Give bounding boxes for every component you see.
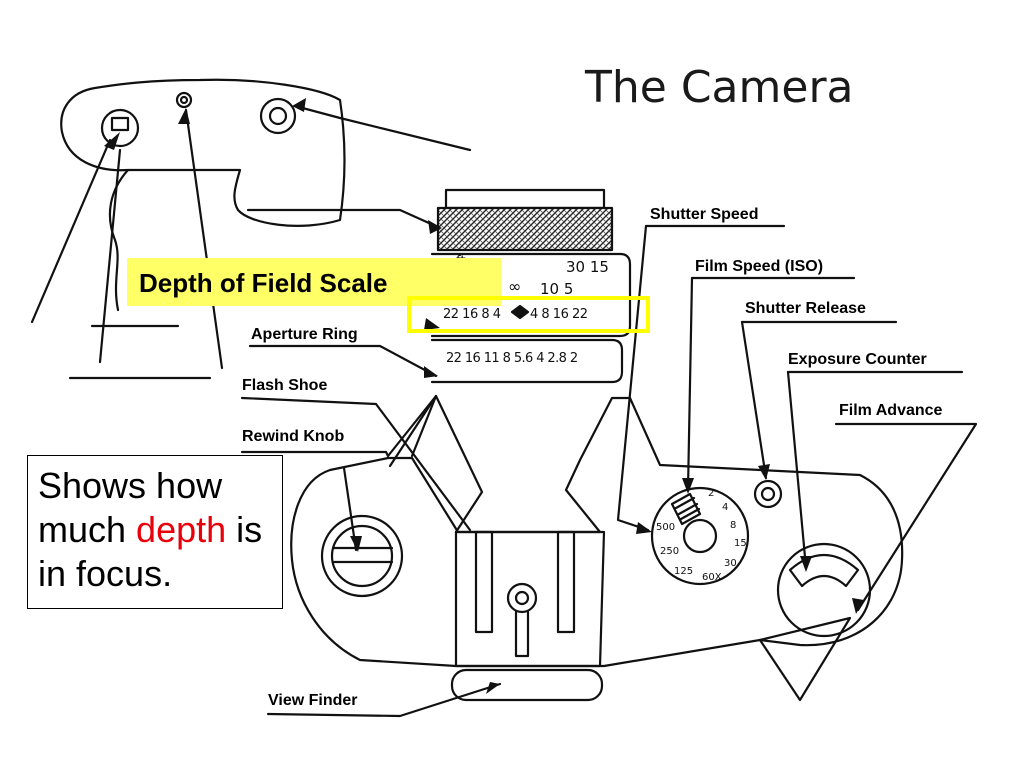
label-film-speed: Film Speed (ISO) [695, 258, 824, 275]
depth-of-field-label: Depth of Field Scale [139, 268, 388, 298]
side-view-eyepiece [259, 97, 297, 135]
aperture-scale: 22 16 11 8 5.6 4 2.8 2 [446, 351, 578, 366]
arrowhead [758, 464, 770, 480]
arrowhead [424, 366, 438, 378]
arrowhead [800, 556, 812, 572]
dial-marking: 8 [730, 520, 736, 531]
pointer-line [184, 108, 224, 370]
film-advance-lever [758, 616, 852, 702]
pointer-line [248, 344, 438, 378]
label-shutter-speed: Shutter Speed [650, 206, 759, 223]
pointer-line [616, 224, 650, 532]
iso-window-lines [674, 496, 701, 521]
flash-shoe-contact [506, 582, 538, 614]
rewind-knob [320, 514, 404, 598]
lens-top-ring [444, 188, 606, 210]
note-text-before: Shows how much [38, 465, 223, 550]
side-view-eyepiece-inner [268, 106, 288, 126]
arrowhead [428, 220, 442, 234]
pointer-line [240, 396, 472, 532]
rewind-knob-inner [330, 524, 394, 588]
dial-marking: 15 [734, 538, 747, 549]
label-flash-shoe: Flash Shoe [242, 377, 328, 394]
label-view-finder: View Finder [268, 692, 358, 709]
dial-marking: 1 [684, 478, 690, 489]
side-view-knob [100, 108, 140, 148]
lens-focus-grip [436, 206, 614, 252]
arrowhead [682, 478, 694, 494]
arrowhead [178, 108, 190, 124]
arrowhead [350, 536, 362, 552]
pointer-line [388, 394, 438, 468]
side-view-knob-slot [110, 116, 130, 132]
pointer-line [246, 208, 442, 230]
side-view-body-edge [108, 168, 130, 312]
arrowhead [486, 682, 500, 694]
flash-shoe-rail-left [474, 530, 494, 634]
label-film-advance: Film Advance [839, 402, 943, 419]
flash-shoe-contact-inner [514, 590, 530, 606]
dial-marking: 125 [674, 566, 693, 577]
exposure-counter-window [788, 553, 860, 588]
depth-of-field-box [407, 296, 650, 333]
depth-note: Shows how much depth is in focus. [27, 455, 283, 609]
label-aperture-ring: Aperture Ring [251, 326, 358, 343]
label-rewind-knob: Rewind Knob [242, 428, 345, 445]
dial-marking: 250 [660, 546, 679, 557]
lens-aperture-ring [430, 338, 624, 384]
arrowhead [852, 598, 864, 614]
pointer-line [30, 138, 112, 324]
shutter-speed-dial [650, 486, 750, 586]
rewind-knob-crank [332, 546, 394, 564]
pointer-line [786, 370, 808, 570]
shutter-release-inner [760, 486, 776, 502]
arrowhead [636, 522, 652, 534]
side-view-small-screw [175, 91, 193, 109]
arrowhead [424, 318, 440, 330]
flash-shoe-stem [514, 610, 530, 658]
dof-index [510, 304, 530, 320]
note-emphasis: depth [136, 509, 227, 550]
shutter-release [753, 479, 783, 509]
note-text-after: is in focus. [38, 509, 263, 594]
label-shutter-release: Shutter Release [745, 300, 866, 317]
side-view-small-screw-inner [179, 95, 189, 105]
pointer-line [834, 422, 978, 612]
flash-shoe-rail-right [556, 530, 576, 634]
page-title: The Camera [585, 62, 854, 113]
lens-distance-bottom: 10 5 [540, 280, 574, 298]
dial-marking: 4 [722, 502, 728, 513]
film-advance-knob [776, 542, 872, 638]
dial-marking: 30 [724, 558, 737, 569]
arrowhead [292, 98, 306, 112]
pointer-line [266, 682, 502, 718]
pointer-line [740, 320, 768, 480]
iso-window [670, 492, 702, 526]
pointer-line [384, 450, 390, 458]
dial-marking: 500 [656, 522, 675, 533]
pointer-line [293, 104, 472, 152]
shutter-speed-dial-center [682, 518, 718, 554]
dof-scale-left: 22 16 8 4 [443, 307, 501, 322]
arrowhead [104, 132, 120, 150]
flash-shoe-plate [454, 530, 606, 668]
dial-marking: 60X [702, 572, 722, 583]
dof-scale-right: 4 8 16 22 [530, 307, 588, 322]
camera-body-left-bulge [410, 394, 484, 534]
view-finder-eyepiece [450, 668, 604, 702]
pointer-line [98, 148, 122, 364]
lens-infinity-mark: ∞ [508, 277, 522, 296]
label-exposure-counter: Exposure Counter [788, 351, 927, 368]
lens-distance-top: 30 15 [566, 258, 609, 276]
dial-marking: 2 [708, 488, 714, 499]
camera-body-outline [290, 396, 904, 668]
side-view-outline [60, 78, 346, 227]
lens-distance-ring [430, 252, 632, 338]
pointer-line [686, 276, 694, 492]
prism-left [386, 394, 438, 458]
